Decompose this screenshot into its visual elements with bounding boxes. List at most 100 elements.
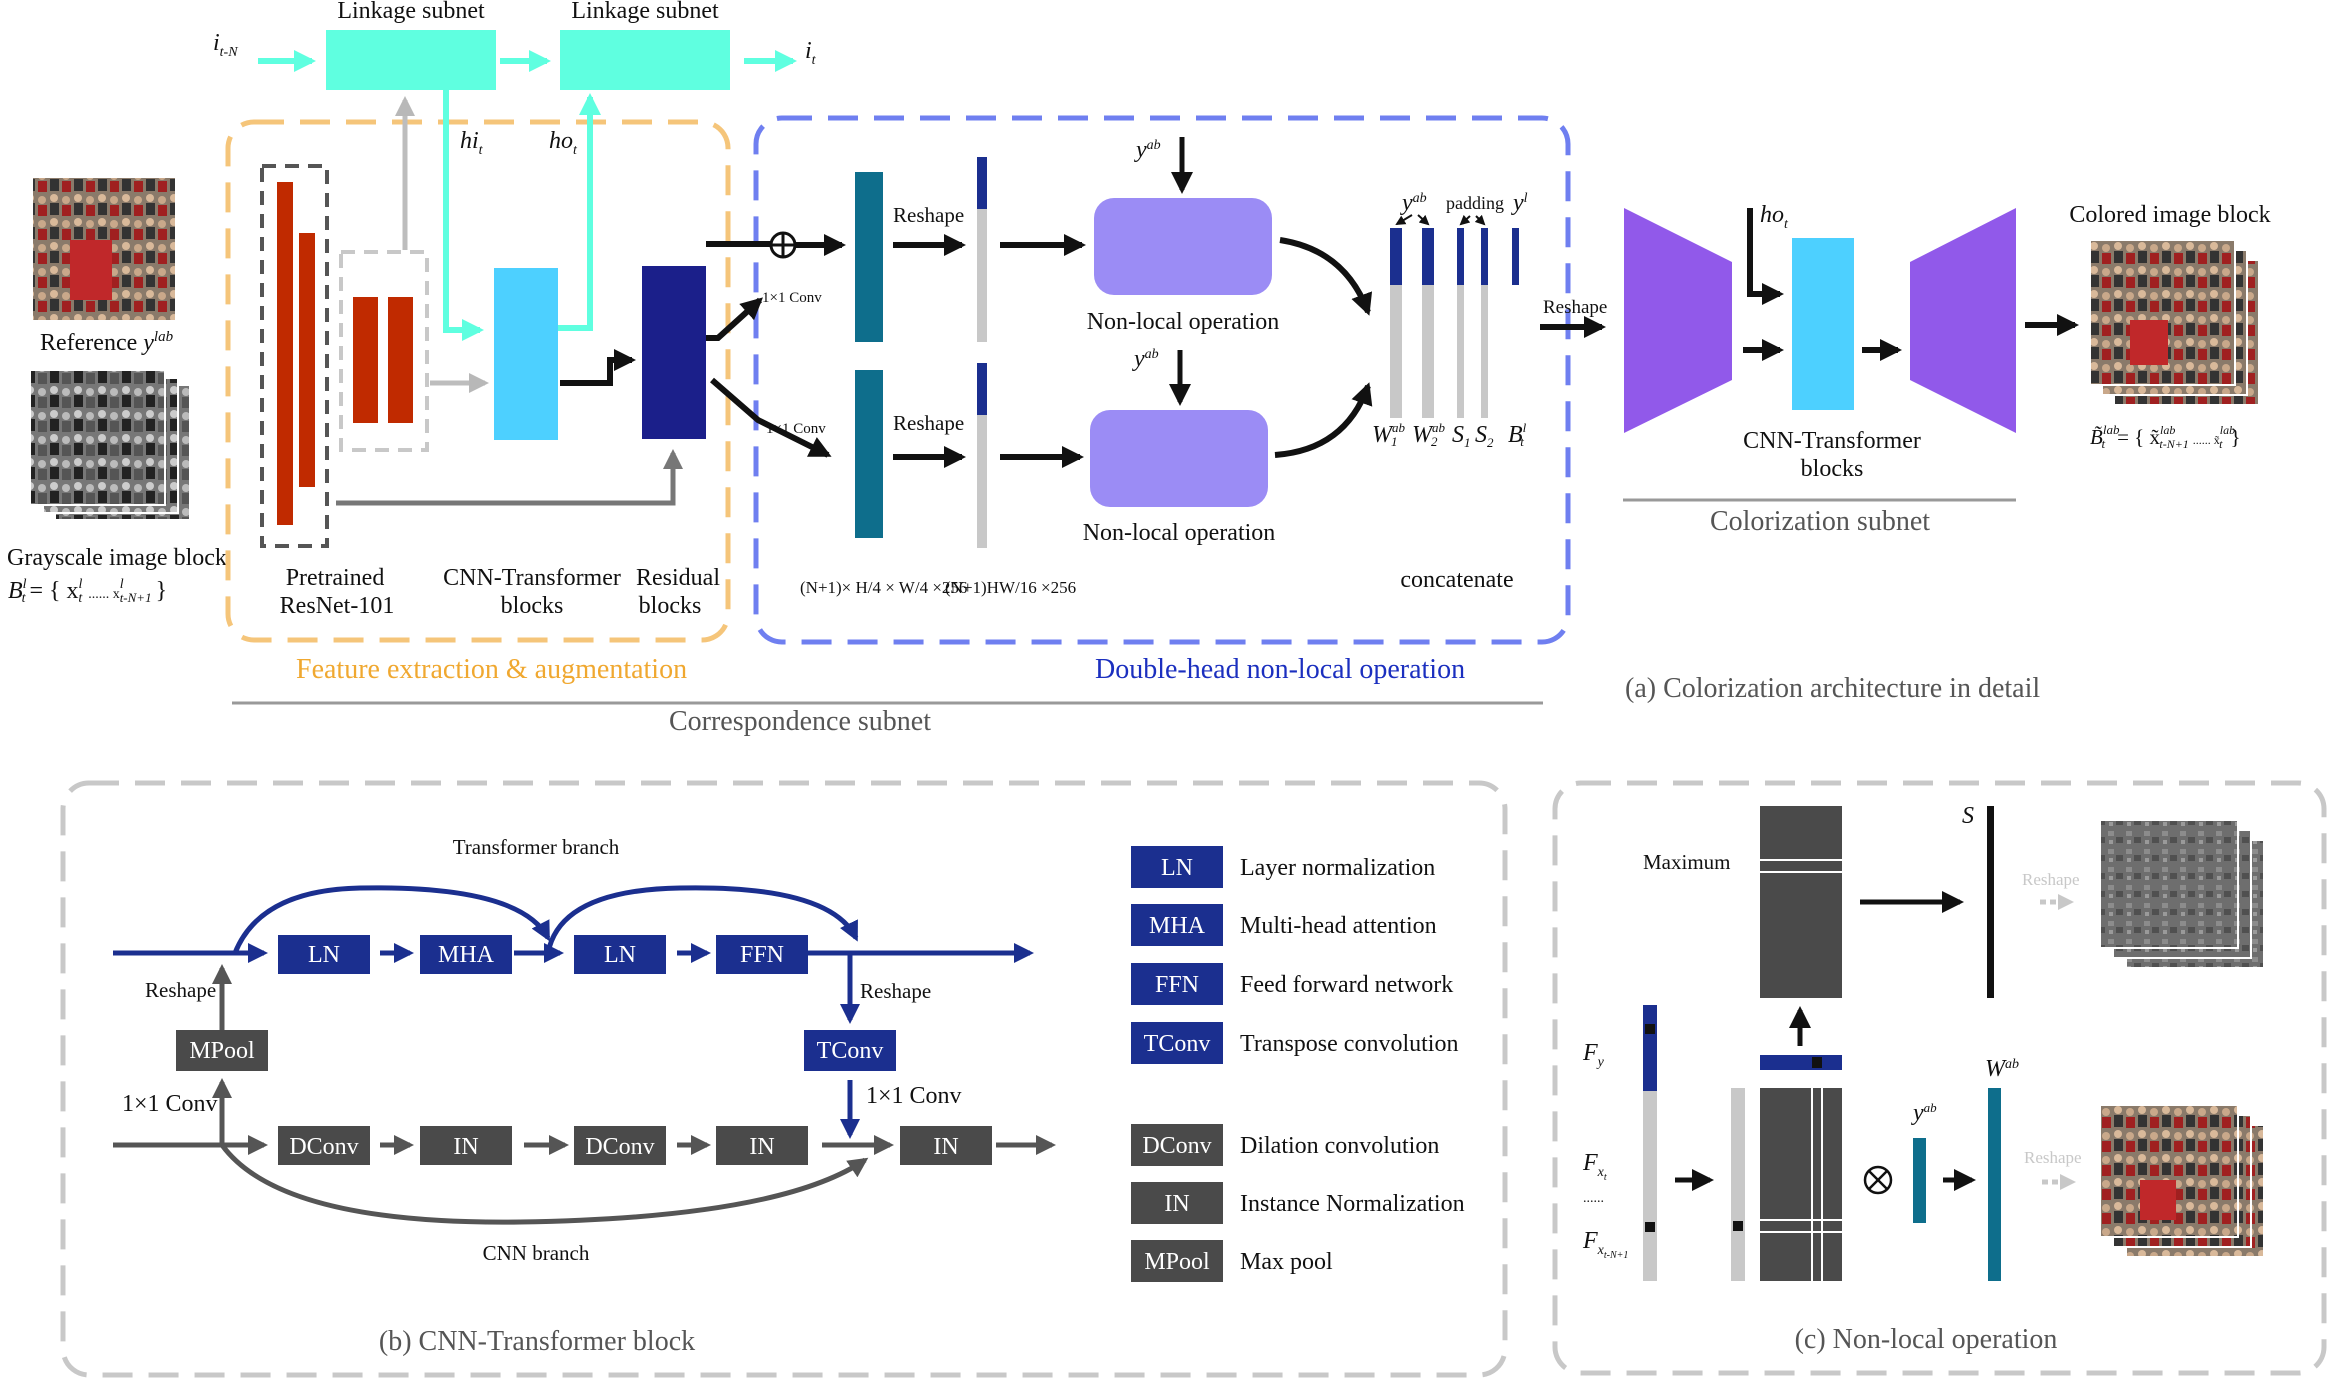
block-dconv-2-label: DConv (585, 1134, 654, 1160)
decoder-trapezoid (1910, 208, 2016, 433)
reshape-bottom-label: Reshape (893, 411, 964, 435)
plus-circle-icon (769, 231, 797, 259)
legend-swatch-dconv (1131, 1124, 1223, 1166)
yab-top-label: yab (1134, 137, 1161, 163)
legend-abbr-mpool: MPool (1144, 1249, 1210, 1275)
maximum-label: Maximum (1643, 850, 1731, 874)
nonlocal-panel: Maximum S Reshape Fy Fxt ...... Fxt-N+1 (1552, 780, 2327, 1376)
legend-desc-in: Instance Normalization (1240, 1191, 1465, 1217)
colorization-cnnt-label-2: blocks (1801, 456, 1864, 482)
dots-label: ...... (1583, 1191, 1604, 1206)
wab-label: Wab (1985, 1056, 2019, 1082)
colorization-subnet-label: Colorization subnet (1710, 506, 1930, 537)
cnn-transformer-block-panel: Transformer branch LN MHA LN FFN Reshape… (60, 780, 1508, 1378)
yab-bottom-label: yab (1132, 346, 1159, 372)
legend-swatch-tconv (1131, 1022, 1223, 1064)
block-ln-2-label: LN (604, 942, 636, 968)
block-in-1-label: IN (453, 1134, 478, 1160)
cnnt-label-1: CNN-Transformer (443, 565, 621, 591)
block-ffn-label: FFN (740, 942, 784, 968)
grayscale-photo-stack (29, 369, 191, 521)
i-out-label: it (805, 38, 817, 68)
block-mha-label: MHA (438, 942, 495, 968)
block-mpool (176, 1030, 268, 1071)
cnn-transformer-blocks (494, 268, 558, 440)
block-in-3 (900, 1126, 992, 1165)
colored-photo-stack (2089, 239, 2260, 406)
block-dconv-1-label: DConv (289, 1134, 358, 1160)
linkage-subnet-2 (560, 30, 730, 90)
concat-yl: yl (1511, 190, 1528, 216)
concatenate-label: concatenate (1400, 567, 1513, 593)
reshape-bar-bottom (977, 363, 987, 415)
cnn-branch-label: CNN branch (483, 1241, 590, 1265)
nonlocal-op-top (1094, 198, 1272, 295)
encoder-trapezoid (1624, 208, 1732, 433)
caption-b: (b) CNN-Transformer block (379, 1326, 695, 1357)
caption-a: (a) Colorization architecture in detail (1625, 673, 2040, 704)
i-in-label: it-N (213, 30, 238, 60)
colorization-ho: hot (1760, 202, 1789, 232)
feature-section-title: Feature extraction & augmentation (296, 654, 687, 685)
legend-desc-tconv: Transpose convolution (1240, 1031, 1458, 1057)
pretrained-label: Pretrained (286, 565, 385, 591)
correspondence-label: Correspondence subnet (669, 706, 931, 737)
linkage-subnet-1 (326, 30, 496, 90)
legend-desc-mha: Multi-head attention (1240, 913, 1437, 939)
colorization-reshape-label: Reshape (1543, 297, 1607, 318)
legend-abbr-ffn: FFN (1155, 972, 1199, 998)
residual-label-2: blocks (639, 593, 702, 619)
reshape-bar-top (977, 157, 987, 209)
s1-label: S1 (1452, 422, 1471, 450)
colorization-section: Reshape hot CNN-Transformer blocks Color… (1540, 202, 2271, 704)
legend-abbr-tconv: TConv (1144, 1031, 1211, 1057)
transformer-branch-label: Transformer branch (453, 835, 620, 859)
legend-abbr-ln: LN (1161, 855, 1193, 881)
block-tconv (804, 1030, 896, 1071)
block-dconv-2 (574, 1126, 666, 1165)
reshape-left-label: Reshape (145, 978, 216, 1002)
conv-bottom-label: 1×1 Conv (766, 421, 826, 437)
teal-feature-bottom (855, 370, 883, 538)
legend-abbr-mha: MHA (1149, 913, 1206, 939)
resnet-bar-1 (277, 182, 293, 525)
double-head-section: 1×1 Conv 1×1 Conv Reshape Reshape Non-lo… (706, 115, 1571, 685)
block-in-2-label: IN (749, 1134, 774, 1160)
block-in-2 (716, 1126, 808, 1165)
block-ln-1 (278, 935, 370, 974)
legend-swatch-mha (1131, 904, 1223, 946)
gray-reshape-stack (2099, 819, 2265, 969)
block-ln-2 (574, 935, 666, 974)
dim-label-2: (N+1)HW/16 ×256 (945, 578, 1076, 597)
colorization-cnnt-blocks (1792, 238, 1854, 410)
resnet-label: ResNet-101 (280, 593, 395, 619)
reference-label: Reference ylab (40, 329, 174, 356)
ho-label: hot (549, 128, 578, 158)
hi-label: hit (460, 128, 484, 158)
block-ffn (716, 935, 808, 974)
padding-label: padding (1446, 193, 1504, 213)
legend-swatch-in (1131, 1182, 1223, 1224)
legend-swatch-mpool (1131, 1240, 1223, 1282)
block-mha (420, 935, 512, 974)
nonlocal-op-bottom (1090, 410, 1268, 507)
grayscale-label: Grayscale image block (7, 545, 227, 571)
concat-yab: yab (1400, 190, 1427, 216)
block-tconv-label: TConv (817, 1038, 884, 1064)
s-vector (1987, 806, 1994, 998)
conv-left-label: 1×1 Conv (122, 1091, 218, 1117)
teal-feature-top (855, 172, 883, 342)
block-ln-1-label: LN (308, 942, 340, 968)
legend-abbr-in: IN (1164, 1191, 1189, 1217)
otimes-icon (1863, 1165, 1893, 1195)
resnet-bar-2 (299, 233, 315, 487)
legend-desc-ffn: Feed forward network (1240, 972, 1453, 998)
conv-top-label: 1×1 Conv (762, 290, 822, 306)
reshape-top-c-label: Reshape (2022, 870, 2080, 889)
